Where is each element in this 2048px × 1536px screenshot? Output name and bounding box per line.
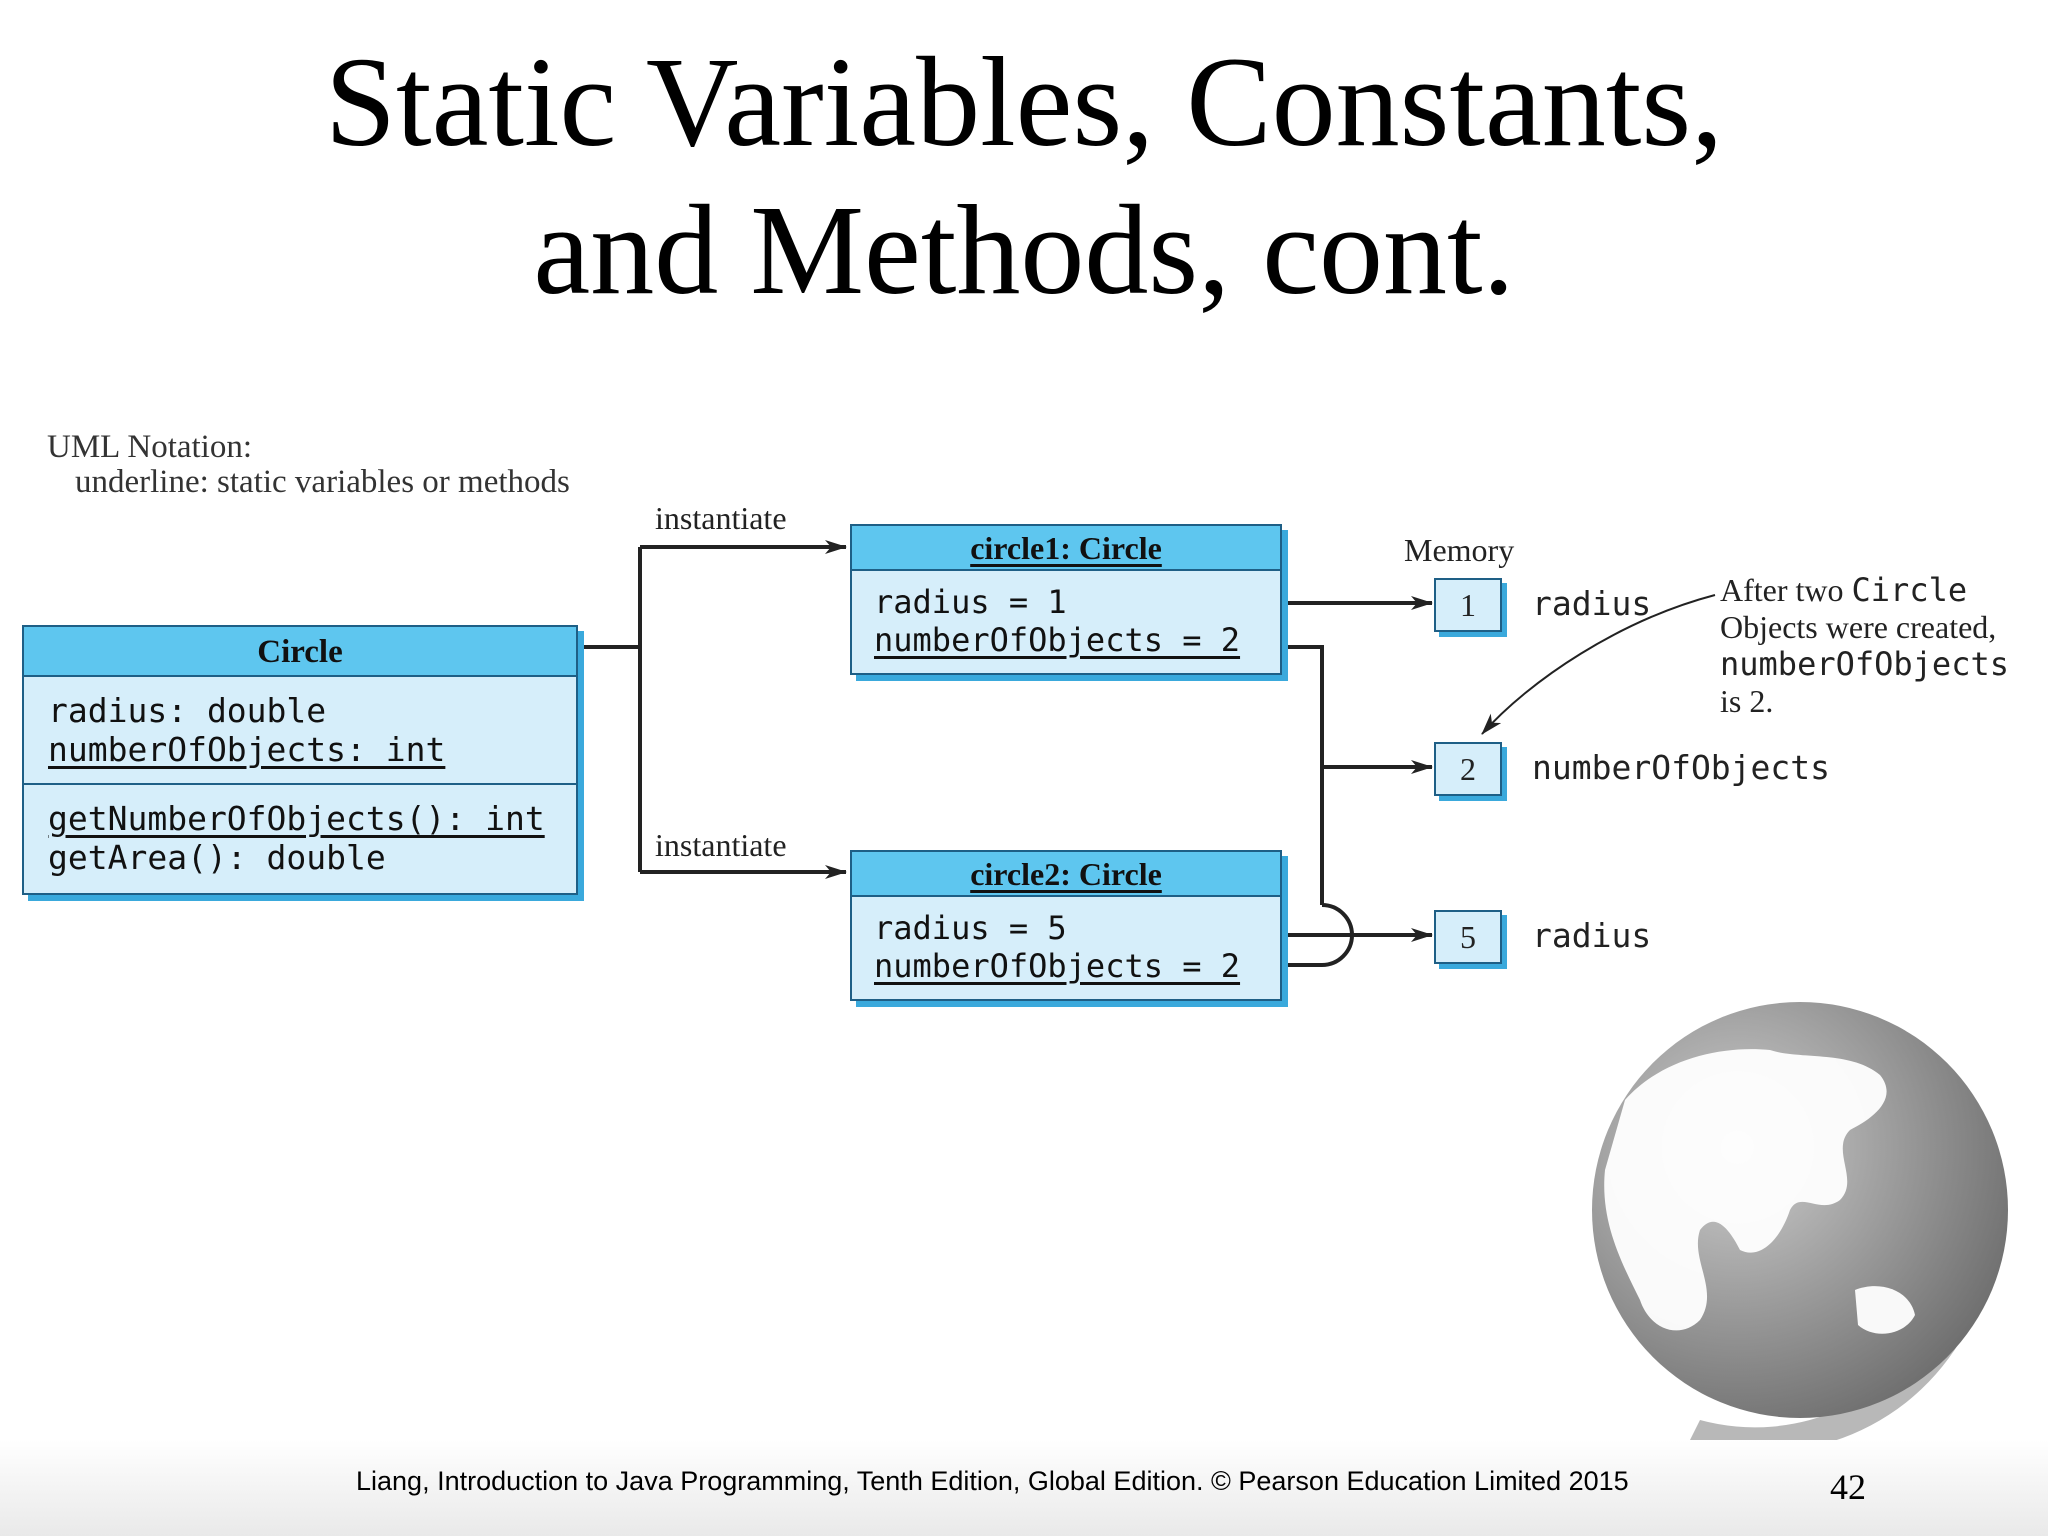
- circle-class-attributes: radius: double numberOfObjects: int: [24, 677, 576, 783]
- circle-class-name: Circle: [24, 627, 576, 677]
- memory-label: Memory: [1404, 532, 1515, 568]
- memory-cell-3: 5: [1434, 910, 1502, 964]
- circle-class-box: Circle radius: double numberOfObjects: i…: [22, 625, 578, 895]
- circle2-name: circle2: Circle: [852, 852, 1280, 897]
- footer-band: [0, 1440, 2048, 1536]
- circle-class-methods: getNumberOfObjects(): int getArea(): dou…: [24, 783, 576, 893]
- annotation-line-1b: Circle: [1851, 571, 1968, 609]
- memory-cell-1: 1: [1434, 578, 1502, 632]
- annotation-line-4: is 2.: [1720, 683, 1774, 719]
- circle1-radius: radius = 1: [874, 583, 1067, 621]
- circle2-instance-box: circle2: Circle radius = 5 numberOfObjec…: [850, 850, 1282, 1001]
- circle1-instance-box: circle1: Circle radius = 1 numberOfObjec…: [850, 524, 1282, 675]
- memory-cell-3-label: radius: [1532, 916, 1652, 955]
- circle1-fields: radius = 1 numberOfObjects = 2: [852, 571, 1280, 673]
- method-get-area: getArea(): double: [48, 838, 386, 877]
- method-get-number-of-objects: getNumberOfObjects(): int: [48, 799, 545, 838]
- circle2-radius: radius = 5: [874, 909, 1067, 947]
- slide-title: Static Variables, Constants, and Methods…: [0, 28, 2048, 324]
- instantiate-label-1: instantiate: [655, 500, 787, 536]
- circle1-number-of-objects: numberOfObjects = 2: [874, 621, 1241, 659]
- static-annotation: After two Circle Objects were created, n…: [1720, 572, 2009, 720]
- memory-cell-1-label: radius: [1532, 584, 1652, 623]
- annotation-line-1a: After two: [1720, 572, 1852, 608]
- circle1-name: circle1: Circle: [852, 526, 1280, 571]
- footer-citation: Liang, Introduction to Java Programming,…: [356, 1466, 1629, 1496]
- memory-cell-2-label: numberOfObjects: [1532, 748, 1831, 787]
- annotation-line-2: Objects were created,: [1720, 609, 1997, 645]
- page-number: 42: [1830, 1467, 1866, 1507]
- memory-cell-2: 2: [1434, 742, 1502, 796]
- attribute-number-of-objects: numberOfObjects: int: [48, 730, 446, 769]
- circle2-number-of-objects: numberOfObjects = 2: [874, 947, 1241, 985]
- annotation-line-3: numberOfObjects: [1720, 645, 2009, 683]
- uml-note-line-2: underline: static variables or methods: [75, 464, 570, 500]
- circle2-fields: radius = 5 numberOfObjects = 2: [852, 897, 1280, 999]
- instantiate-label-2: instantiate: [655, 827, 787, 863]
- uml-note-line-1: UML Notation:: [47, 429, 253, 465]
- attribute-radius: radius: double: [48, 691, 327, 730]
- uml-notation-note: UML Notation: underline: static variable…: [47, 430, 570, 500]
- title-line-2: and Methods, cont.: [533, 179, 1515, 321]
- title-line-1: Static Variables, Constants,: [324, 31, 1724, 173]
